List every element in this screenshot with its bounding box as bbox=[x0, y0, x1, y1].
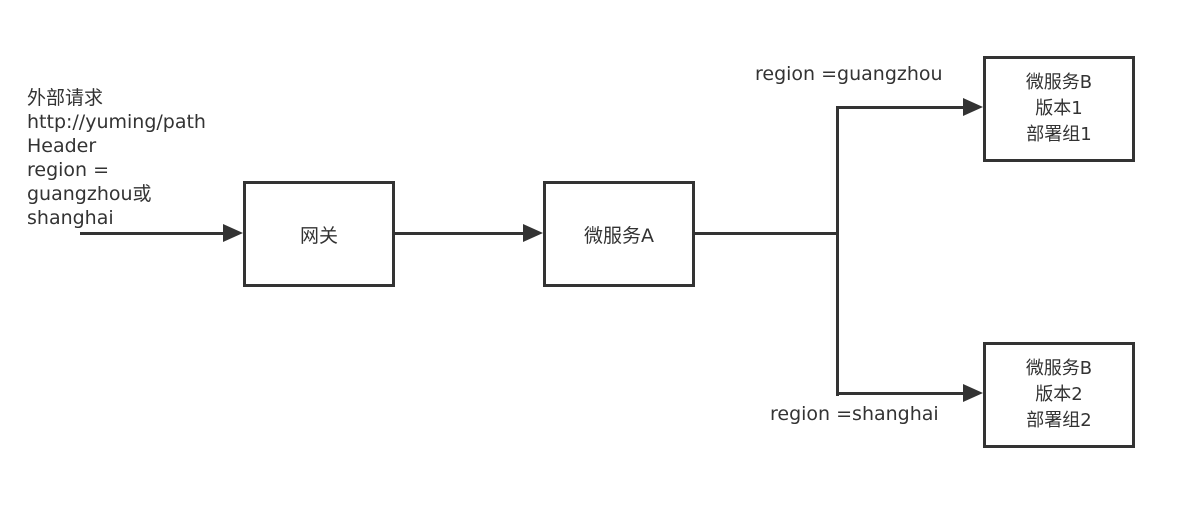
arrowhead-right-icon bbox=[963, 98, 983, 116]
edge-request-to-gateway-line bbox=[80, 232, 225, 235]
node-gateway-label: 网关 bbox=[299, 224, 338, 247]
node-service-a-label: 微服务A bbox=[584, 224, 654, 247]
node-gateway: 网关 bbox=[243, 181, 395, 287]
node-service-b-v2-label: 微服务B 版本2 部署组2 bbox=[1025, 358, 1093, 431]
arrowhead-right-icon bbox=[523, 224, 543, 242]
edge-junction-to-service-b1-line bbox=[836, 106, 966, 109]
edge-junction-to-service-b2-line bbox=[836, 392, 966, 395]
arrowhead-right-icon bbox=[963, 384, 983, 402]
edge-gateway-to-service-a-line bbox=[395, 232, 525, 235]
edge-service-a-to-junction-line bbox=[695, 232, 839, 235]
node-service-b-v2: 微服务B 版本2 部署组2 bbox=[983, 342, 1135, 448]
node-service-b-v1: 微服务B 版本1 部署组1 bbox=[983, 56, 1135, 162]
arrowhead-right-icon bbox=[223, 224, 243, 242]
node-service-a: 微服务A bbox=[543, 181, 695, 287]
node-service-b-v1-label: 微服务B 版本1 部署组1 bbox=[1025, 72, 1093, 145]
edge-label-region-shanghai: region =shanghai bbox=[770, 403, 939, 425]
external-request-note: 外部请求 http://yuming/path Header region = … bbox=[27, 87, 206, 229]
edge-label-region-guangzhou: region =guangzhou bbox=[755, 63, 943, 85]
edge-branch-vertical-line bbox=[836, 107, 839, 396]
